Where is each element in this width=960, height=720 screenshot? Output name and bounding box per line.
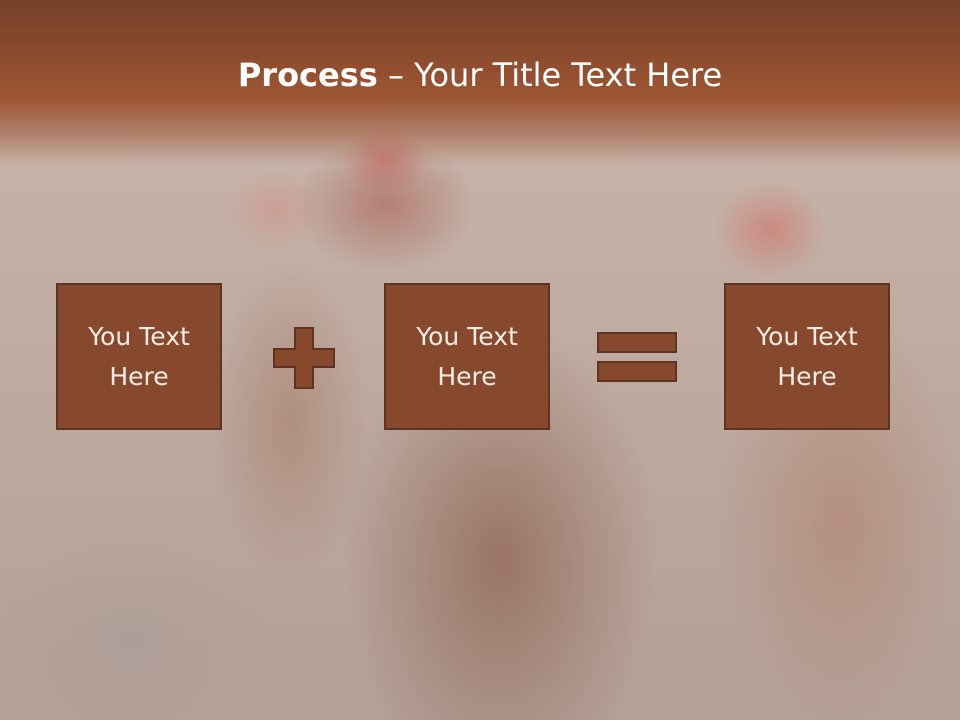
- process-box-3-line-1: You Text: [756, 321, 858, 351]
- title-bold-text: Process: [237, 56, 378, 94]
- equals-icon: [596, 329, 678, 385]
- process-box-3-line-2: Here: [777, 361, 837, 391]
- process-box-2-line-1: You Text: [416, 321, 518, 351]
- process-box-1-line-1: You Text: [88, 321, 190, 351]
- process-box-2-line-2: Here: [437, 361, 497, 391]
- process-box-1-line-2: Here: [109, 361, 169, 391]
- title-rest-text: – Your Title Text Here: [377, 56, 723, 94]
- slide-title[interactable]: Process – Your Title Text Here: [0, 55, 960, 95]
- title-band: [0, 0, 960, 165]
- plus-icon: [272, 326, 336, 390]
